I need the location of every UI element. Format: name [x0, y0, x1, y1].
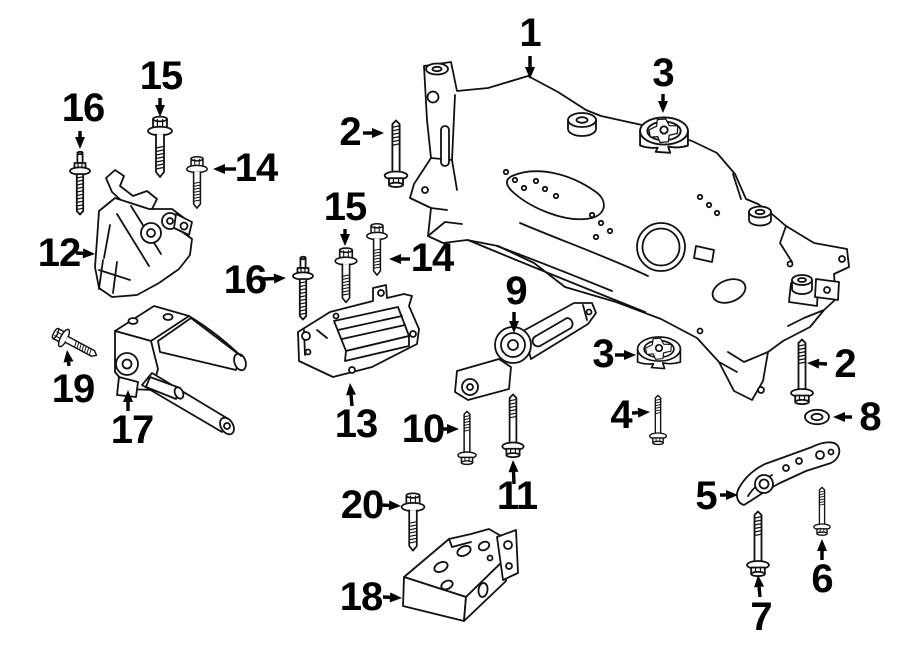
part-bolt-15-lower	[334, 247, 358, 304]
callout-arrowhead-10	[447, 424, 459, 434]
callout-arrowhead-2	[807, 358, 820, 369]
part-bolt-19	[48, 323, 102, 365]
callout-arrow-13	[349, 394, 354, 407]
part-stud-16-upper	[69, 150, 91, 216]
callout-arrowhead-14	[389, 254, 401, 264]
part-bushing-3-upper	[639, 114, 689, 154]
callout-arrowhead-15	[155, 105, 165, 117]
part-engine-mount-12	[94, 169, 193, 298]
part-bolt-7	[746, 510, 770, 577]
part-bolt-14-upper	[186, 155, 208, 209]
part-pendulum-bracket-5	[736, 441, 841, 506]
callout-arrowhead-6	[817, 539, 827, 551]
callout-arrowhead-3	[624, 350, 636, 360]
callout-arrow-19	[66, 361, 71, 367]
part-bolt-2-right	[790, 338, 814, 406]
callout-arrowhead-20	[388, 500, 401, 511]
callout-arrowhead-4	[637, 407, 650, 418]
part-support-bracket-17	[114, 305, 247, 436]
part-subframe-crossmember	[409, 61, 850, 401]
callout-arrowhead-1	[525, 67, 535, 79]
callout-arrowhead-11	[508, 460, 519, 473]
callout-arrow-7	[757, 586, 762, 598]
part-bushing-3-lower	[636, 334, 682, 370]
part-bolt-2-left	[383, 119, 409, 188]
callout-arrowhead-16	[75, 137, 85, 149]
callout-arrow-11	[511, 471, 516, 485]
part-transmission-mount-13	[297, 284, 420, 378]
part-bolt-11	[501, 393, 525, 459]
part-bolt-15-upper	[147, 115, 173, 178]
part-bolt-4	[648, 394, 668, 446]
part-torque-arm-9	[454, 302, 597, 401]
callout-arrowhead-17	[123, 390, 133, 402]
part-washer-8	[804, 408, 830, 426]
callout-arrowhead-3	[658, 101, 668, 113]
part-mount-support-18	[402, 528, 519, 622]
part-bolt-6	[813, 486, 831, 536]
part-stud-16-lower	[292, 255, 314, 321]
callout-arrowhead-8	[833, 412, 845, 422]
callout-arrowhead-9	[509, 321, 519, 333]
part-bolt-10	[457, 410, 477, 466]
callout-arrowhead-15	[340, 234, 350, 246]
callout-arrowhead-5	[726, 490, 738, 500]
callout-arrows	[63, 56, 852, 603]
callout-arrowhead-16	[273, 273, 286, 284]
callout-arrowhead-14	[213, 164, 225, 174]
callout-arrowhead-7	[754, 575, 765, 588]
callout-arrowhead-13	[346, 383, 357, 396]
part-bolt-14-lower	[366, 222, 388, 276]
callout-arrowhead-2	[372, 128, 384, 138]
callout-arrowhead-19	[63, 350, 74, 363]
part-bolt-20	[400, 492, 426, 552]
callout-arrowhead-18	[389, 592, 402, 603]
callout-arrowhead-12	[82, 248, 95, 259]
